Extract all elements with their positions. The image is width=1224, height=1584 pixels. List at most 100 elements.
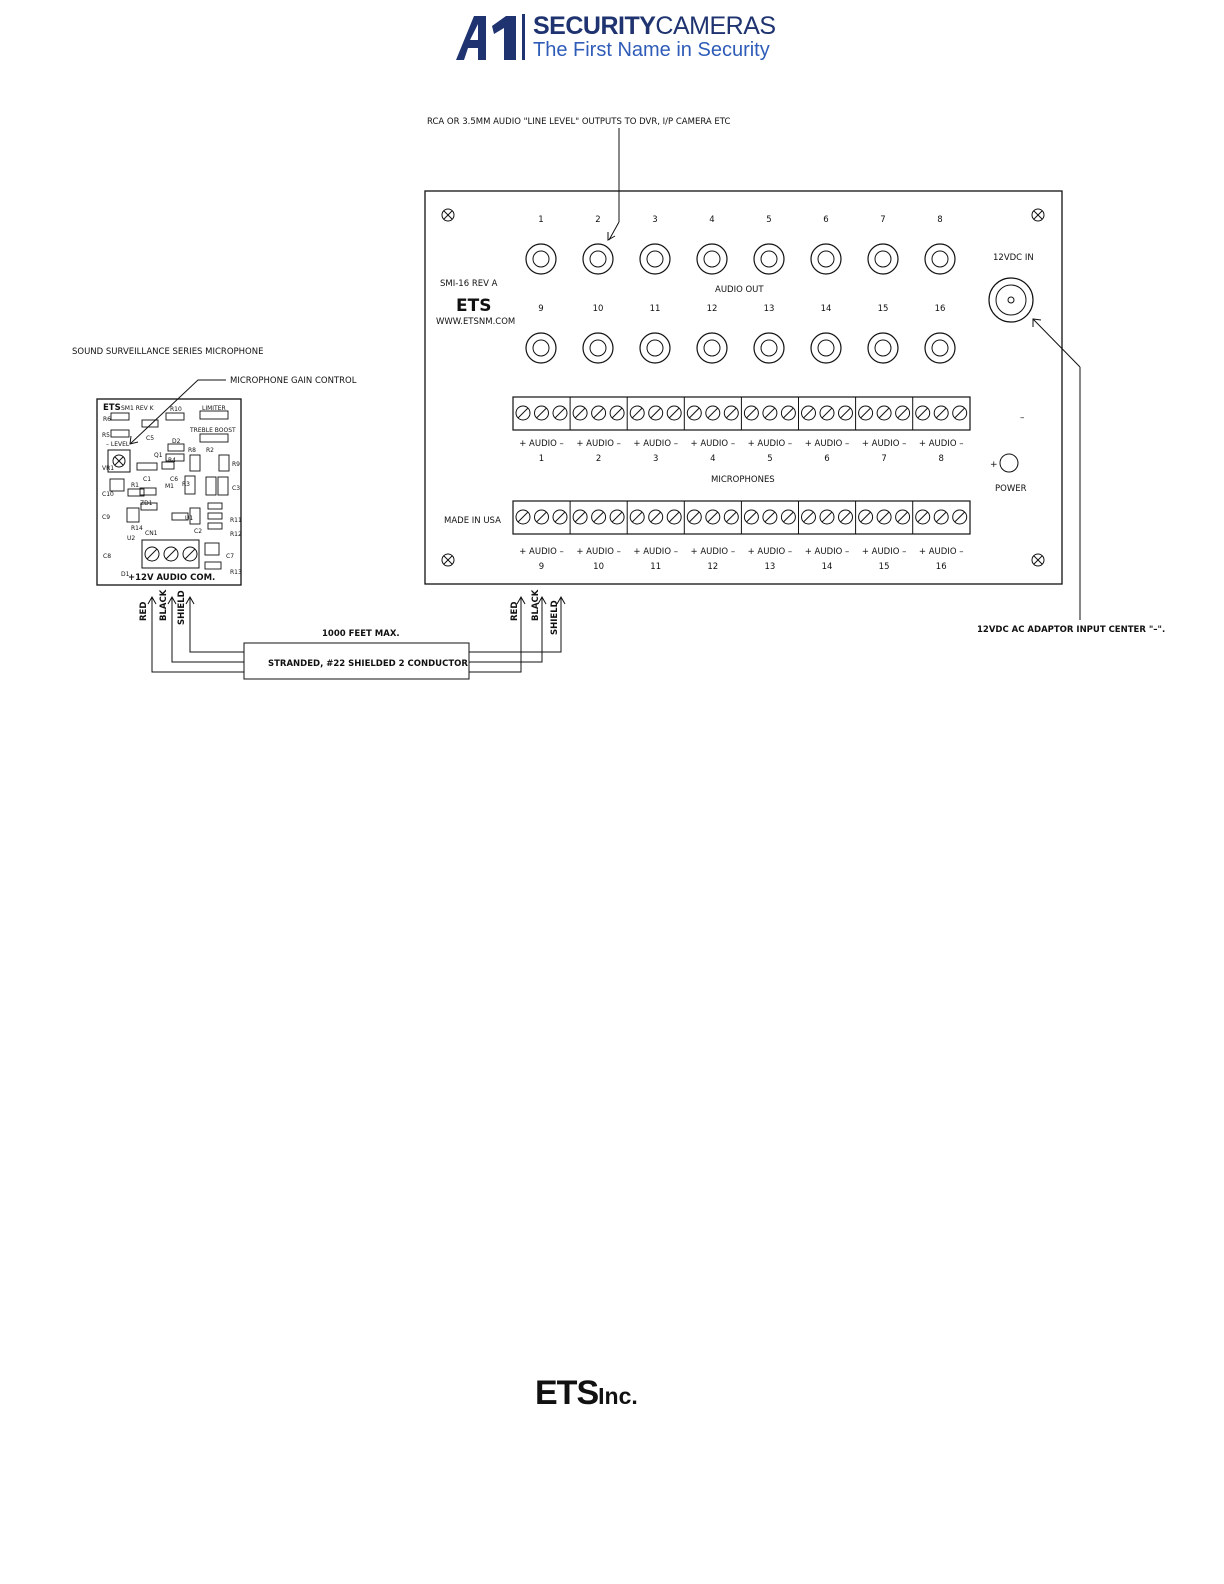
- mic-channel-number: 12: [707, 562, 718, 572]
- mic-part-label: R12: [230, 531, 242, 538]
- mic-component: [207, 502, 223, 510]
- output-number: 4: [709, 215, 714, 225]
- terminal-audio-label: + AUDIO –: [633, 439, 678, 449]
- mic-part-label: U1: [185, 515, 193, 522]
- mic-component: [199, 410, 229, 420]
- smi16-panel: [424, 190, 1063, 585]
- mic-component: [184, 475, 196, 495]
- brand-name: SECURITYCAMERAS: [533, 12, 776, 40]
- mic-component: [171, 512, 189, 521]
- output-number: 11: [650, 304, 661, 314]
- mic-part-label: R11: [230, 517, 242, 524]
- mic-treble-label: TREBLE BOOST: [189, 427, 236, 434]
- audio-out-label: AUDIO OUT: [715, 285, 764, 295]
- rca-jack-icon: [639, 332, 671, 364]
- mic-component: [126, 507, 140, 523]
- output-number: 6: [823, 215, 828, 225]
- terminal-screw-icon: [819, 405, 835, 421]
- mic-board-brand: ETS: [103, 403, 121, 413]
- output-number: 3: [652, 215, 657, 225]
- terminal-screw-icon: [686, 509, 702, 525]
- mic-gain-label: MICROPHONE GAIN CONTROL: [230, 376, 357, 386]
- terminal-screw-icon: [515, 405, 531, 421]
- screw-icon: [1031, 553, 1045, 567]
- mic-component: [207, 512, 223, 520]
- terminal-screw-icon: [838, 509, 853, 525]
- mic-component: [204, 561, 222, 570]
- mic-part-label: C6: [170, 476, 178, 483]
- mic-channel-number: 6: [824, 454, 829, 464]
- mic-component: [110, 429, 130, 438]
- microphones-label: MICROPHONES: [711, 475, 775, 485]
- mic-component: [139, 487, 157, 496]
- rca-jack-icon: [639, 243, 671, 275]
- terminal-screw-icon: [819, 509, 835, 525]
- made-in-label: MADE IN USA: [444, 516, 501, 526]
- mic-channel-number: 7: [881, 454, 886, 464]
- mic-part-label: C3: [232, 485, 240, 492]
- mic-part-label: R14: [131, 525, 143, 532]
- mic-component: [161, 461, 175, 470]
- wire-line: [151, 597, 244, 673]
- mic-terminal-screw-icon: [163, 546, 179, 562]
- terminal-audio-label: + AUDIO –: [519, 439, 564, 449]
- mic-channel-number: 10: [593, 562, 604, 572]
- mic-part-label: R8: [188, 447, 196, 454]
- plus-label: +: [990, 460, 998, 470]
- mic-part-label: M1: [165, 483, 174, 490]
- terminal-screw-icon: [915, 509, 931, 525]
- wire-label: RED: [139, 602, 149, 621]
- terminal-screw-icon: [723, 509, 739, 525]
- rca-jack-icon: [810, 332, 842, 364]
- terminal-screw-icon: [534, 509, 549, 525]
- wire-label: BLACK: [531, 589, 541, 621]
- terminal-screw-icon: [666, 509, 682, 525]
- output-number: 16: [935, 304, 946, 314]
- terminal-screw-icon: [666, 405, 682, 421]
- terminal-audio-label: + AUDIO –: [919, 547, 964, 557]
- output-number: 13: [764, 304, 775, 314]
- rca-jack-icon: [867, 243, 899, 275]
- rca-jack-icon: [753, 243, 785, 275]
- terminal-screw-icon: [895, 509, 911, 525]
- mic-component: [127, 488, 145, 497]
- mic-terminal-screw-icon: [144, 546, 160, 562]
- mic-component: [189, 454, 201, 472]
- mic-component: [205, 476, 217, 496]
- screw-icon: [441, 208, 455, 222]
- mic-part-label: D2: [172, 438, 181, 445]
- terminal-screw-icon: [780, 509, 796, 525]
- mic-channel-number: 13: [764, 562, 775, 572]
- terminal-screw-icon: [705, 405, 721, 421]
- wire-label: BLACK: [159, 589, 169, 621]
- mic-series-label: SOUND SURVEILLANCE SERIES MICROPHONE: [72, 347, 263, 357]
- mic-component: [199, 433, 229, 443]
- rca-jack-icon: [924, 243, 956, 275]
- terminal-screw-icon: [534, 405, 549, 421]
- output-number: 9: [538, 304, 543, 314]
- rca-jack-icon: [582, 332, 614, 364]
- wiring-diagram: RCA OR 3.5MM AUDIO "LINE LEVEL" OUTPUTS …: [72, 117, 1165, 680]
- mic-part-label: R1: [131, 482, 139, 489]
- terminal-audio-label: + AUDIO –: [862, 439, 907, 449]
- terminal-audio-label: + AUDIO –: [633, 547, 678, 557]
- mic-component: [167, 443, 185, 452]
- terminal-screw-icon: [648, 405, 664, 421]
- terminal-audio-label: + AUDIO –: [748, 439, 793, 449]
- wire-line: [469, 597, 543, 663]
- mic-limiter-label: LIMITER: [202, 405, 226, 412]
- power-in-label: 12VDC IN: [993, 253, 1034, 263]
- terminal-screw-icon: [552, 509, 568, 525]
- footer-ets-logo: ETSInc.: [535, 1374, 638, 1412]
- terminal-audio-label: + AUDIO –: [805, 439, 850, 449]
- mic-part-label: R2: [206, 447, 214, 454]
- wire-label: SHIELD: [177, 590, 187, 625]
- terminal-screw-icon: [952, 509, 968, 525]
- mic-part-label: R4: [168, 457, 176, 464]
- wire-line: [189, 597, 244, 653]
- mic-channel-number: 15: [879, 562, 890, 572]
- terminal-audio-label: + AUDIO –: [691, 439, 736, 449]
- outputs-note: RCA OR 3.5MM AUDIO "LINE LEVEL" OUTPUTS …: [427, 117, 730, 127]
- terminal-screw-icon: [858, 405, 874, 421]
- mic-part-label: D1: [121, 571, 130, 578]
